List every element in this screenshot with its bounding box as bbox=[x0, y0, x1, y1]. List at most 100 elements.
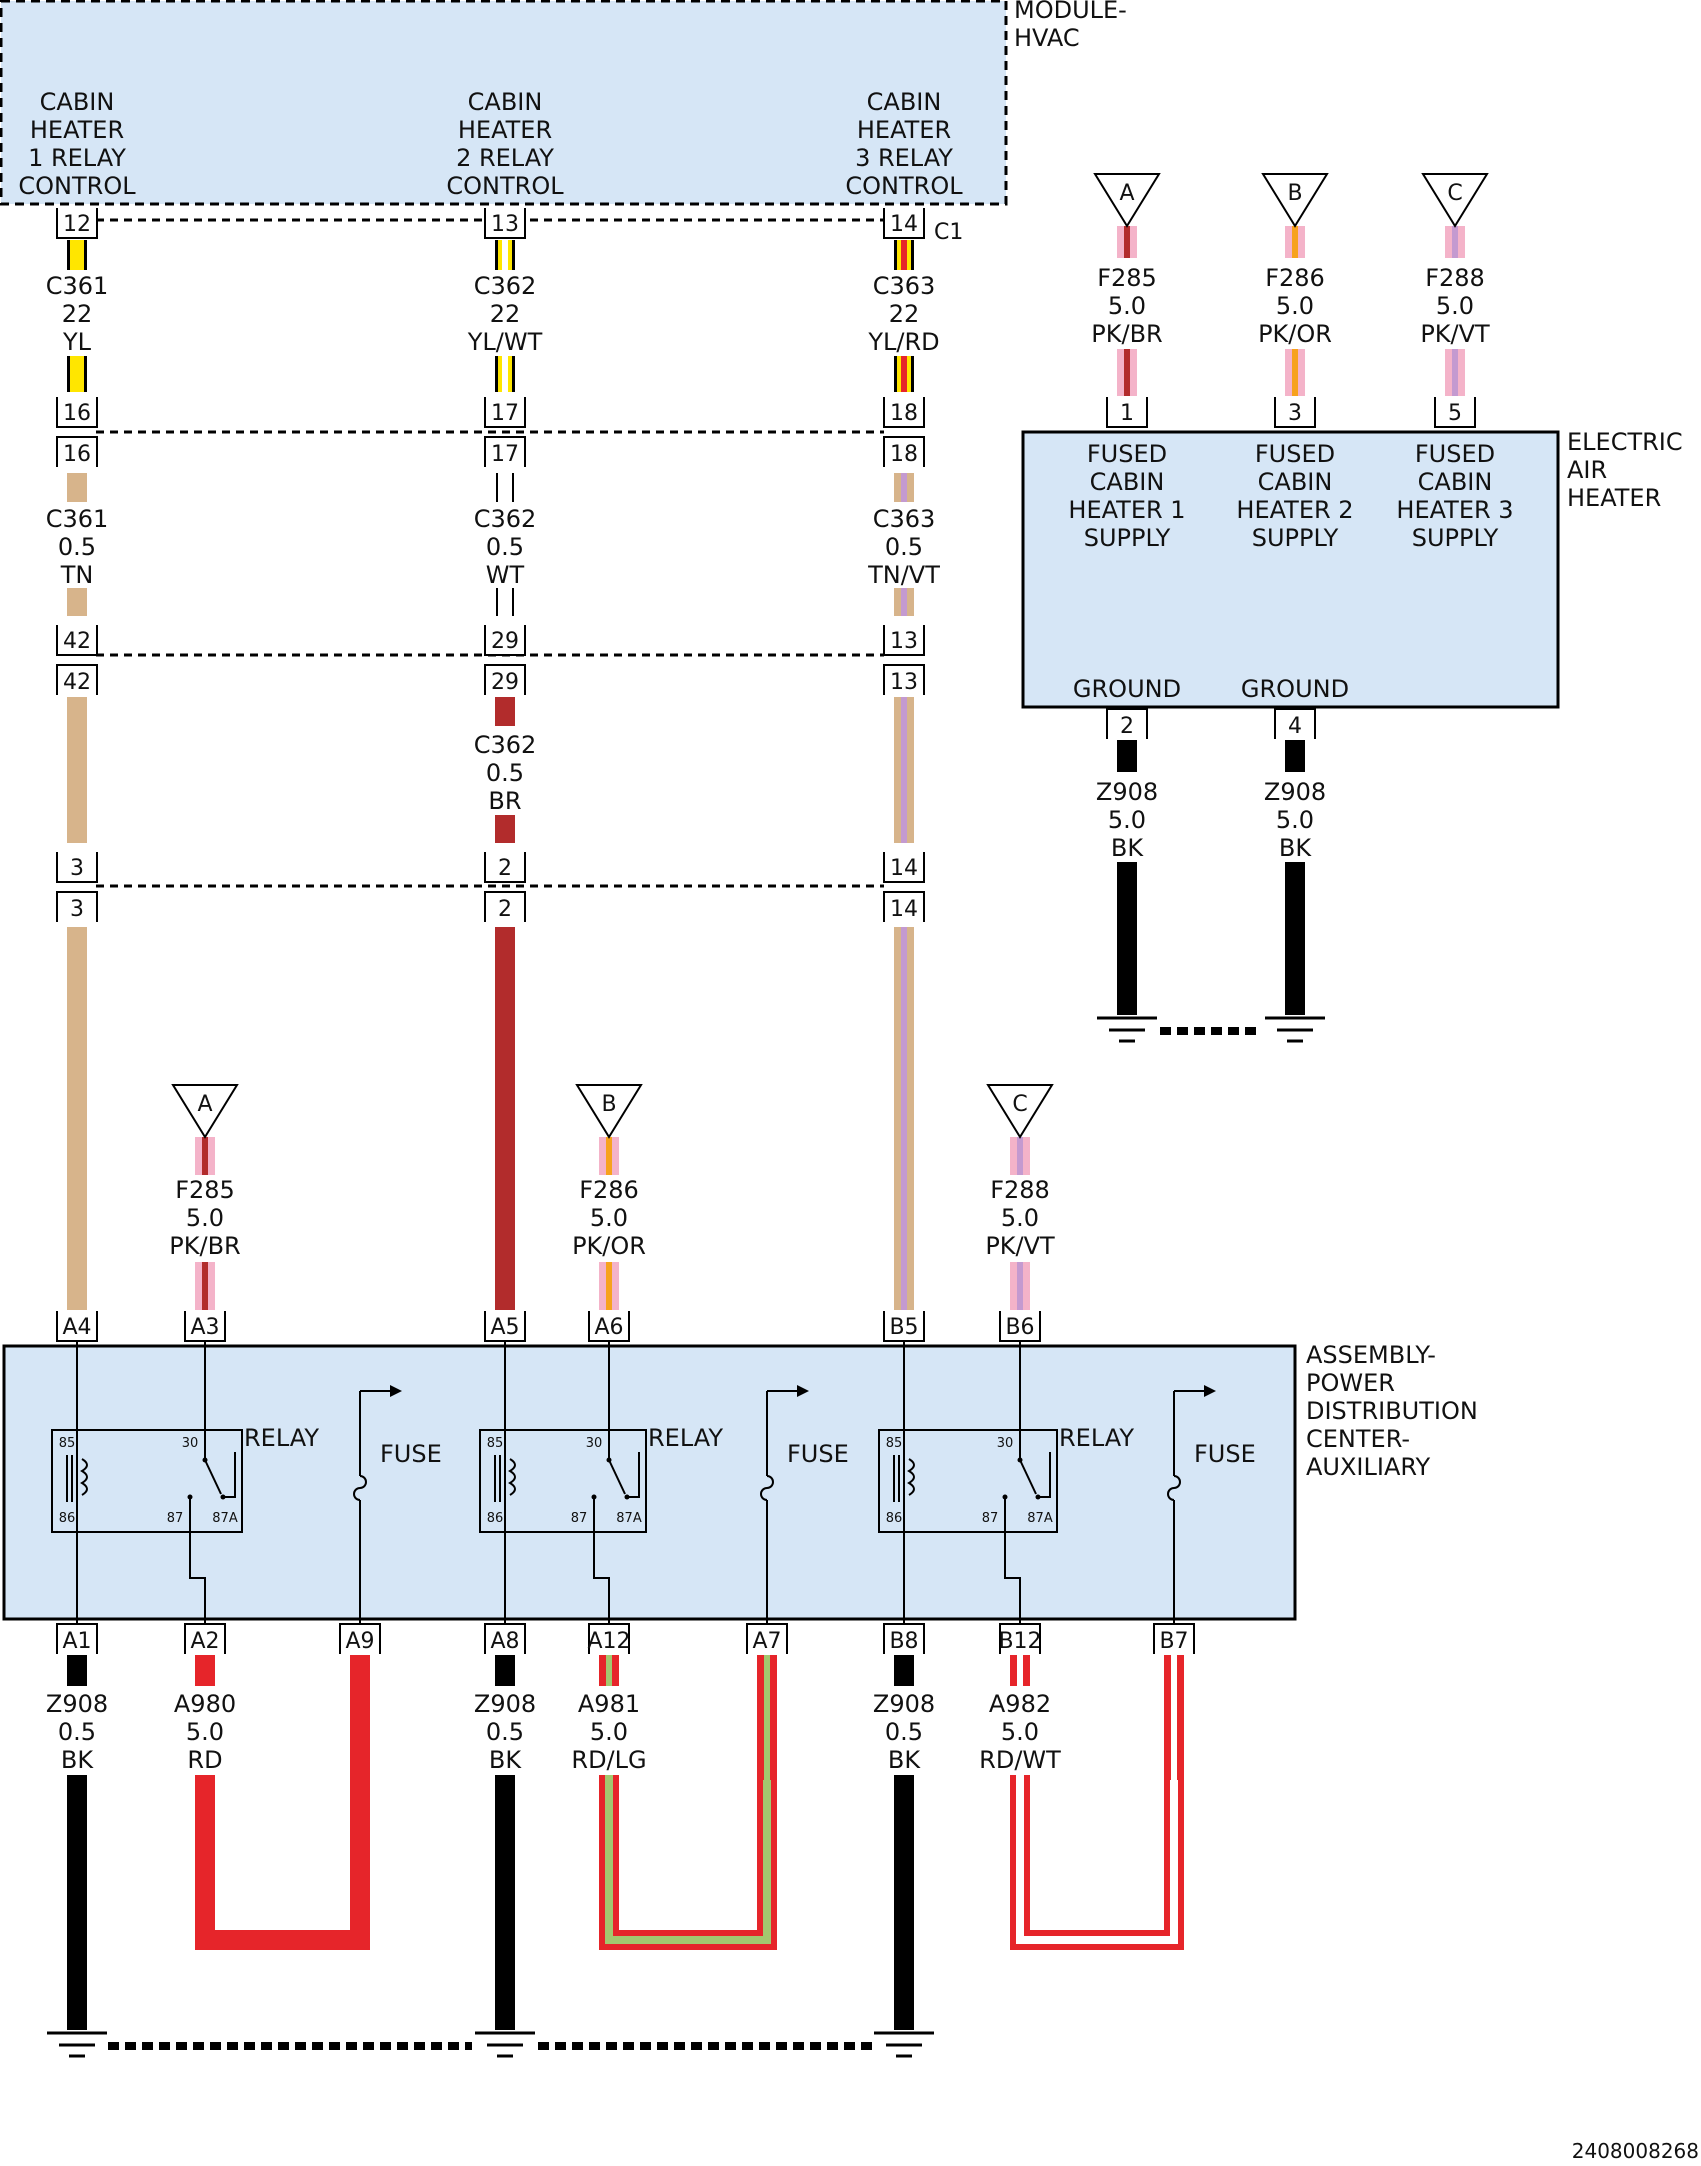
wire-stripe bbox=[901, 473, 907, 502]
relay-label: RELAY bbox=[648, 1424, 723, 1452]
wire-stripe bbox=[606, 1262, 612, 1310]
relay-label: RELAY bbox=[244, 1424, 319, 1452]
connector-pin-box bbox=[56, 397, 98, 428]
wire-segment bbox=[67, 1775, 87, 2030]
connector-pin-number: 3 bbox=[70, 856, 84, 881]
fuse-feed-arrow bbox=[797, 1385, 809, 1397]
air-heater-ground-function: GROUND bbox=[1073, 675, 1181, 703]
wire-stripe bbox=[1017, 1137, 1023, 1175]
relay-coil bbox=[907, 1458, 915, 1496]
connector-pin-box bbox=[1274, 708, 1316, 739]
wire-segment bbox=[894, 1775, 914, 2030]
connector-pin-number: B5 bbox=[889, 1315, 918, 1340]
connector-pin-number: 4 bbox=[1288, 714, 1302, 739]
connector-pin-number: B7 bbox=[1159, 1629, 1188, 1654]
fuse-label: FUSE bbox=[787, 1440, 849, 1468]
connector-pin-number: 5 bbox=[1448, 401, 1462, 426]
wire-stripe bbox=[901, 240, 907, 270]
wire-stripe bbox=[901, 927, 907, 1310]
connector-pin-number: 29 bbox=[491, 670, 519, 695]
wire-segment bbox=[1117, 740, 1137, 772]
relay-terminal: 30 bbox=[997, 1436, 1014, 1451]
wire-stripe bbox=[1452, 349, 1458, 396]
fuse-label: FUSE bbox=[380, 1440, 442, 1468]
splice-triangle bbox=[171, 1084, 239, 1139]
hvac-module-box bbox=[0, 0, 1008, 206]
connector-pin-box bbox=[56, 1311, 98, 1342]
connector-pin-box bbox=[883, 397, 925, 428]
connector-pin-number: 2 bbox=[498, 856, 512, 881]
connector-pin-number: 17 bbox=[491, 401, 519, 426]
connector-pin-number: A9 bbox=[345, 1629, 374, 1654]
connector-pin-number: 13 bbox=[491, 212, 519, 237]
relay-label: RELAY bbox=[1059, 1424, 1134, 1452]
relay-87-line bbox=[189, 1497, 206, 1624]
splice-triangle bbox=[575, 1084, 643, 1139]
connector-pin-number: 16 bbox=[63, 401, 91, 426]
connector-pin-number: 14 bbox=[890, 897, 918, 922]
connector-pin-number: 13 bbox=[890, 629, 918, 654]
wire-segment bbox=[70, 240, 84, 270]
air-heater-ground-function: GROUND bbox=[1241, 675, 1349, 703]
connector-pin-box bbox=[484, 852, 526, 883]
wire-segment bbox=[67, 927, 87, 1310]
connector-pin-box bbox=[484, 436, 526, 467]
connector-pin-number: A5 bbox=[490, 1315, 519, 1340]
splice-triangle bbox=[1261, 173, 1329, 228]
connector-pin-number: A1 bbox=[62, 1629, 91, 1654]
relay-box bbox=[51, 1429, 243, 1533]
wire-stripe bbox=[1452, 226, 1458, 258]
splice-letter: B bbox=[601, 1092, 616, 1117]
splice-letter: A bbox=[1119, 181, 1134, 206]
relay-87a-line bbox=[223, 1452, 236, 1498]
wire-loop-stripe bbox=[1016, 1775, 1178, 1944]
connector-pin-box bbox=[883, 891, 925, 922]
connector-pin-number: A12 bbox=[587, 1629, 630, 1654]
connector-pin-box bbox=[1434, 397, 1476, 428]
connector-pin-number: 3 bbox=[1288, 401, 1302, 426]
connector-pin-number: 42 bbox=[63, 629, 91, 654]
connector-pin-number: 3 bbox=[70, 897, 84, 922]
fuse-feed-arrow bbox=[390, 1385, 402, 1397]
wire-stripe bbox=[202, 1137, 208, 1175]
fuse-symbol bbox=[1167, 1475, 1181, 1501]
connector-pin-box bbox=[184, 1311, 226, 1342]
connector-pin-number: 13 bbox=[890, 670, 918, 695]
connector-pin-number: 42 bbox=[63, 670, 91, 695]
fuse-symbol bbox=[760, 1475, 774, 1501]
splice-triangle bbox=[1093, 173, 1161, 228]
splice-letter: C bbox=[1012, 1092, 1027, 1117]
splice-triangle bbox=[1421, 173, 1489, 228]
connector-pin-box bbox=[883, 1623, 925, 1654]
relay-switch-arm bbox=[204, 1459, 222, 1495]
wire-stripe bbox=[1292, 349, 1298, 396]
connector-pin-box bbox=[56, 891, 98, 922]
wire-segment bbox=[894, 1655, 914, 1686]
wire-stripe bbox=[1017, 1655, 1023, 1686]
wire-stripe bbox=[502, 240, 508, 270]
connector-pin-box bbox=[56, 208, 98, 239]
wire-stripe bbox=[1292, 226, 1298, 258]
splice-letter: C bbox=[1447, 181, 1462, 206]
wire-stripe bbox=[202, 1262, 208, 1310]
wire-stripe bbox=[606, 1655, 612, 1686]
relay-terminal: 87 bbox=[571, 1511, 588, 1526]
connector-pin-box bbox=[484, 891, 526, 922]
relay-terminal: 87A bbox=[1027, 1511, 1053, 1526]
